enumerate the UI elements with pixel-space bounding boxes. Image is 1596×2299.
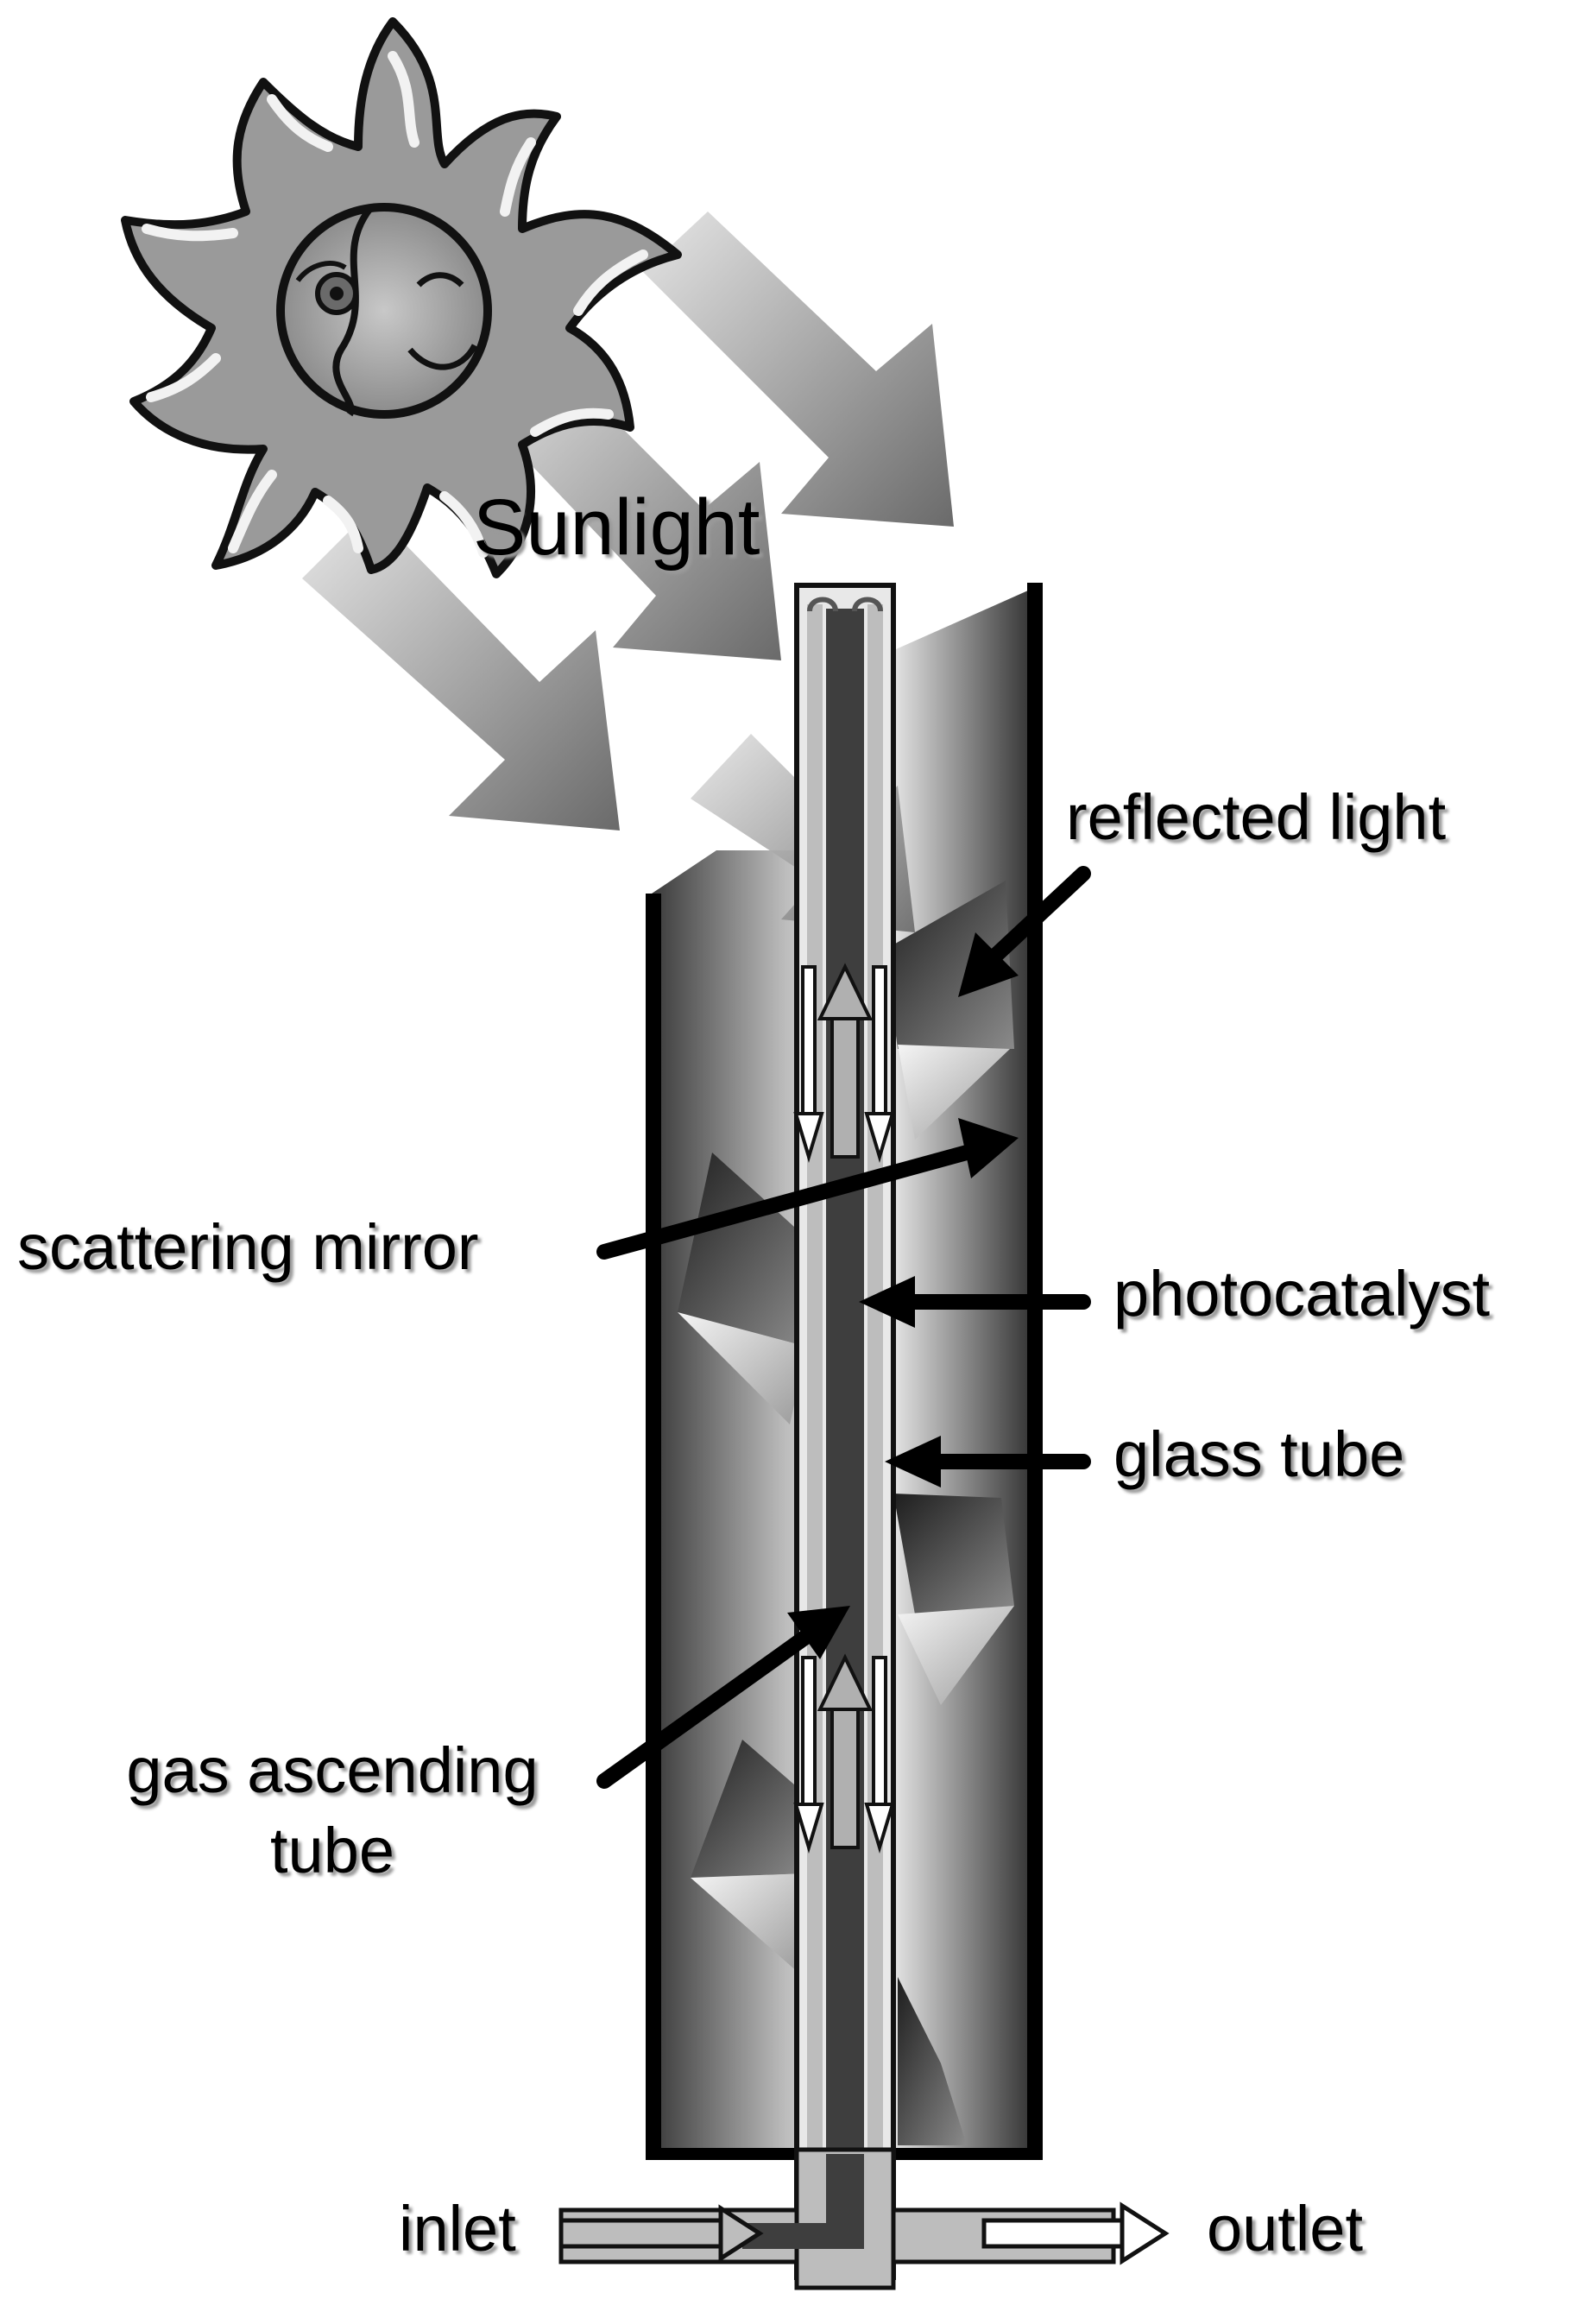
inlet-label: inlet <box>399 2193 516 2264</box>
reflected-light-pointer <box>958 866 1091 997</box>
sun-with-face-icon <box>121 17 682 578</box>
gas-flow-up-arrow <box>830 1013 860 1159</box>
scattering-mirror-pointer <box>596 1118 1019 1260</box>
scattering-mirror-label: scattering mirror <box>17 1211 479 1283</box>
glass-tube-assembly <box>794 583 896 2280</box>
sunlight-label: Sunlight <box>473 483 760 572</box>
reflected-light-label: reflected light <box>1066 781 1447 853</box>
scattering-mirror-facets <box>678 881 1014 2145</box>
photocatalyst-label: photocatalyst <box>1113 1258 1491 1330</box>
gas-ascending-tube-label: gas ascending tube <box>73 1731 591 1891</box>
mirror-facet <box>893 1494 1014 1614</box>
photocatalyst-pointer <box>859 1276 1091 1328</box>
gas-flow-down-arrow <box>872 1656 887 1819</box>
mirror-facet <box>691 1740 807 1878</box>
mirror-facet <box>898 1977 967 2145</box>
gas-flow-arrows-lower <box>793 1653 895 1854</box>
gas-flow-down-arrow <box>864 1803 895 1854</box>
gas-flow-up-arrow <box>817 1653 874 1711</box>
mirror-facet <box>691 1873 807 1973</box>
tube-top-cap <box>807 597 883 612</box>
gas-flow-down-arrow <box>801 1656 817 1819</box>
sunlight-ray-1 <box>302 509 620 831</box>
photocatalyst-layer-left <box>807 604 823 2150</box>
gas-ascending-label-line2: tube <box>269 1814 395 1886</box>
reflector-left-wall <box>646 894 661 2158</box>
gas-ascending-label-line1: gas ascending <box>126 1734 539 1806</box>
mirror-facet <box>885 881 1014 1049</box>
inlet-arrow <box>558 2204 764 2263</box>
mirror-facet <box>678 1153 807 1347</box>
outlet-label: outlet <box>1207 2193 1364 2264</box>
gas-ascending-tube <box>826 609 864 2180</box>
gas-flow-down-arrow <box>864 1112 895 1163</box>
mirror-facet <box>678 1312 807 1424</box>
mirror-facet <box>898 1606 1014 1705</box>
glass-tube-pointer <box>885 1436 1091 1487</box>
gas-flow-down-arrow <box>872 965 887 1128</box>
gas-flow-arrows-upper <box>793 963 895 1163</box>
outlet-arrow <box>981 2201 1170 2265</box>
gas-ascending-tube-pointer <box>596 1606 850 1789</box>
gas-flow-down-arrow <box>793 1803 824 1854</box>
gas-flow-up-arrow <box>817 963 874 1020</box>
mirror-facet <box>898 1045 1010 1140</box>
gas-flow-up-arrow <box>830 1703 860 1849</box>
gas-flow-down-arrow <box>793 1112 824 1163</box>
callout-arrows <box>596 866 1091 1789</box>
sunlight-ray-3 <box>643 212 954 527</box>
gas-flow-down-arrow <box>801 965 817 1128</box>
glass-tube-label: glass tube <box>1113 1418 1405 1490</box>
manifold-inner-channel <box>742 2154 864 2249</box>
reflector-right-wall <box>1027 583 1043 2158</box>
photocatalyst-layer-right <box>867 604 883 2150</box>
